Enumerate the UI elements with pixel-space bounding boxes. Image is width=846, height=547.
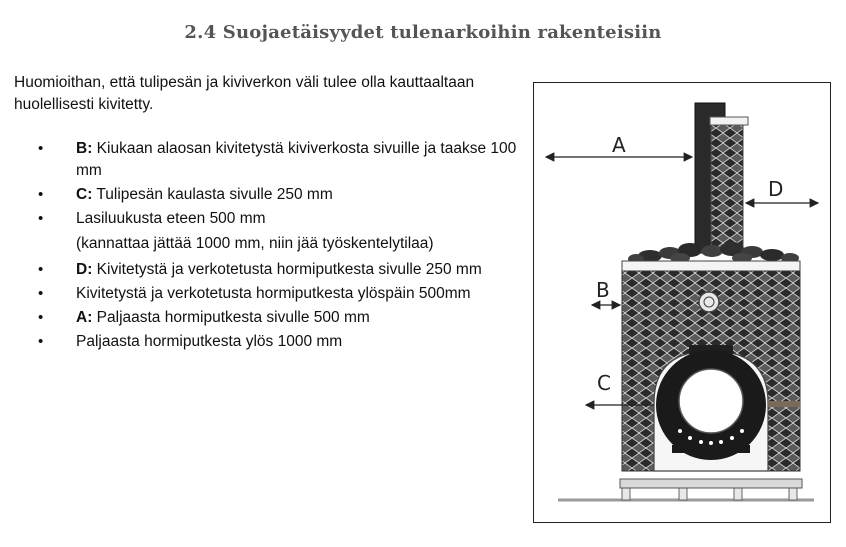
intro-paragraph: Huomioithan, että tulipesän ja kiviverko…	[14, 74, 475, 113]
list-item-text: Kivitetystä ja verkotetusta hormiputkest…	[76, 285, 471, 302]
stove-base	[619, 478, 803, 489]
bullet-dot: •	[38, 285, 44, 302]
list-item: • A: Paljaasta hormiputkesta sivulle 500 …	[38, 307, 518, 329]
bullet-dot: •	[38, 210, 44, 227]
list-item-text: Tulipesän kaulasta sivulle 250 mm	[92, 186, 333, 203]
door-glass	[678, 368, 744, 434]
list-note-text: (kannattaa jättää 1000 mm, niin jää työs…	[76, 235, 434, 252]
bullet-dot: •	[38, 309, 44, 326]
dimension-a-label: A	[612, 133, 626, 157]
list-item: • B: Kiukaan alaosan kivitetystä kiviverk…	[38, 138, 518, 182]
dimension-c-label: C	[597, 371, 611, 395]
list-item: • D: Kivitetystä ja verkotetusta hormiput…	[38, 259, 518, 281]
bullet-dot: •	[38, 186, 44, 203]
stove-top-rim	[621, 260, 801, 272]
list-item-label: D:	[76, 261, 93, 278]
stove-clearance-diagram: A D B C	[533, 82, 831, 523]
chimney-stone-mesh	[710, 122, 744, 252]
stove-foot	[733, 486, 743, 501]
list-note: (kannattaa jättää 1000 mm, niin jää työs…	[38, 233, 518, 255]
list-item-text: Paljaasta hormiputkesta ylös 1000 mm	[76, 333, 343, 350]
bullet-dot: •	[38, 140, 44, 157]
list-item: • Kivitetystä ja verkotetusta hormiputkes…	[38, 283, 518, 305]
list-item-label: C:	[76, 186, 93, 203]
stove-foot	[788, 486, 798, 501]
list-item: • Paljaasta hormiputkesta ylös 1000 mm	[38, 331, 518, 353]
list-item-text: Kivitetystä ja verkotetusta hormiputkest…	[92, 261, 482, 278]
logo-badge-inner	[703, 296, 715, 308]
list-item-text: Lasiluukusta eteen 500 mm	[76, 210, 266, 227]
logo-badge-icon	[698, 291, 720, 313]
section-heading: 2.4 Suojaetäisyydet tulenarkoihin rakent…	[184, 22, 662, 43]
bullet-dot: •	[38, 333, 44, 350]
distance-list: • B: Kiukaan alaosan kivitetystä kiviverk…	[38, 138, 518, 355]
bullet-dot: •	[38, 261, 44, 278]
list-item: • C: Tulipesän kaulasta sivulle 250 mm	[38, 184, 518, 206]
door-handle	[768, 401, 800, 407]
list-item-text: Kiukaan alaosan kivitetystä kiviverkosta…	[76, 140, 517, 179]
dimension-b-label: B	[596, 278, 610, 302]
stove-foot	[678, 486, 688, 501]
list-item: • Lasiluukusta eteen 500 mm	[38, 208, 518, 230]
stove-illustration: A D B C	[544, 102, 820, 502]
list-item-label: B:	[76, 140, 93, 157]
mesh-cap	[709, 116, 749, 126]
door-vent-holes	[678, 429, 744, 445]
list-item-label: A:	[76, 309, 93, 326]
stove-foot	[621, 486, 631, 501]
door-base	[672, 445, 750, 453]
dimension-d-label: D	[768, 177, 783, 201]
list-item-text: Paljaasta hormiputkesta sivulle 500 mm	[92, 309, 370, 326]
